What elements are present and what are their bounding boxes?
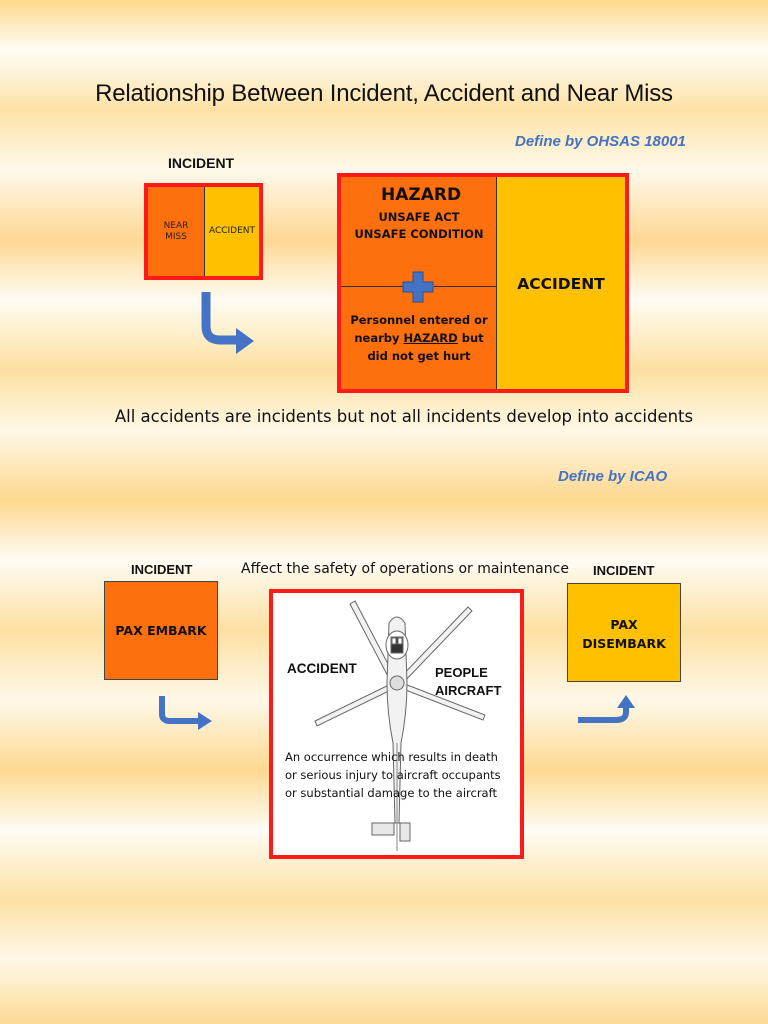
- unsafe-act: UNSAFE ACT: [378, 210, 460, 224]
- cross-icon: [402, 271, 434, 303]
- people-label: PEOPLE: [435, 665, 488, 680]
- incident-box: NEAR MISS ACCIDENT: [144, 183, 263, 280]
- unsafe-condition: UNSAFE CONDITION: [354, 227, 484, 241]
- incident-label-right: INCIDENT: [593, 563, 655, 578]
- page-title: Relationship Between Incident, Accident …: [95, 80, 673, 107]
- helicopter-icon: [314, 600, 486, 851]
- affect-text: Affect the safety of operations or maint…: [241, 561, 569, 577]
- accident-small-cell: ACCIDENT: [205, 187, 259, 276]
- hazard-cell: HAZARD UNSAFE ACT UNSAFE CONDITION: [341, 177, 497, 287]
- icao-accident-label: ACCIDENT: [287, 661, 357, 676]
- personnel-line-2-post: but: [457, 331, 484, 345]
- personnel-cell: Personnel entered or nearby HAZARD but d…: [341, 287, 497, 389]
- occurrence-line-1: An occurrence which results in death: [285, 750, 498, 764]
- ohsas-define-label: Define by OHSAS 18001: [515, 133, 686, 150]
- pax-disembark-box: PAX DISEMBARK: [567, 583, 681, 682]
- summary-text: All accidents are incidents but not all …: [114, 407, 694, 426]
- occurrence-text: An occurrence which results in death or …: [285, 748, 501, 802]
- pax-embark-label: PAX EMBARK: [115, 623, 207, 638]
- icao-define-label: Define by ICAO: [558, 468, 668, 485]
- near-miss-label: NEAR MISS: [163, 220, 189, 242]
- curved-arrow-icon: [201, 292, 254, 354]
- curved-arrow-icon: [578, 695, 635, 723]
- occurrence-line-3: or substantial damage to the aircraft: [285, 786, 497, 800]
- personnel-line-2: nearby HAZARD but: [341, 331, 497, 345]
- occurrence-line-2: or serious injury to aircraft occupants: [285, 768, 501, 782]
- near-miss-cell: NEAR MISS: [148, 187, 205, 276]
- hazard-accident-box: HAZARD UNSAFE ACT UNSAFE CONDITION Perso…: [337, 173, 629, 393]
- hazard-title: HAZARD: [381, 185, 462, 205]
- pax-embark-box: PAX EMBARK: [104, 581, 218, 680]
- personnel-line-2-pre: nearby: [354, 331, 404, 345]
- personnel-line-1: Personnel entered or: [350, 313, 488, 327]
- incident-label-top: INCIDENT: [168, 155, 235, 171]
- accident-big-cell: ACCIDENT: [497, 177, 625, 389]
- aircraft-label: AIRCRAFT: [435, 683, 502, 698]
- curved-arrow-icon: [159, 696, 212, 730]
- personnel-hazard-underlined: HAZARD: [403, 331, 458, 345]
- personnel-line-3: did not get hurt: [367, 349, 471, 363]
- icao-accident-box: ACCIDENT PEOPLE AIRCRAFT An occurrence w…: [269, 589, 524, 859]
- accident-big-label: ACCIDENT: [517, 275, 605, 293]
- pax-disembark-line-1: PAX: [610, 617, 638, 632]
- incident-label-left: INCIDENT: [131, 562, 193, 577]
- pax-disembark-line-2: DISEMBARK: [582, 636, 666, 651]
- accident-small-label: ACCIDENT: [208, 226, 256, 236]
